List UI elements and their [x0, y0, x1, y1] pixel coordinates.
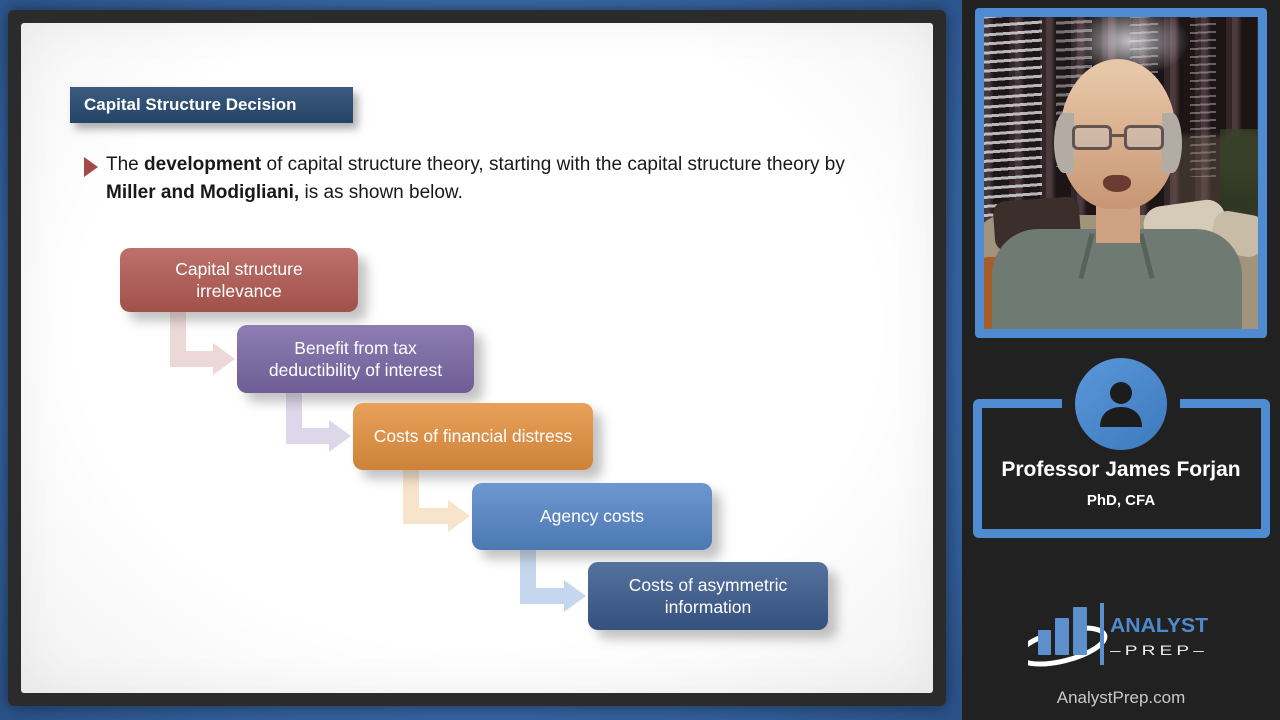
webcam-video — [975, 8, 1267, 338]
presenter-torso — [992, 229, 1242, 329]
bullet-arrow-icon — [84, 157, 98, 177]
right-panel: Professor James Forjan PhD, CFA ANALYST … — [962, 0, 1280, 720]
step-label: Costs of financial distress — [373, 426, 573, 447]
slide-title-bar: Capital Structure Decision — [70, 87, 353, 123]
presenter-name: Professor James Forjan — [1001, 458, 1241, 481]
logo-word-prep: –PREP– — [1110, 642, 1208, 658]
swoosh — [1028, 625, 1108, 667]
slide-title: Capital Structure Decision — [84, 95, 297, 114]
analystprep-logo: ANALYST –PREP– — [1028, 603, 1208, 667]
glasses — [1072, 125, 1164, 153]
avatar — [1075, 358, 1167, 450]
person-icon — [1100, 382, 1142, 427]
bar-chart-icon — [1038, 630, 1051, 655]
flow-arrow-1 — [170, 312, 235, 375]
flow-arrow-3 — [403, 470, 470, 532]
step-label: Capital structure irrelevance — [175, 258, 303, 301]
diagram-step-asymmetric-information: Costs of asymmetric information — [588, 562, 828, 630]
diagram-step-capital-structure-irrelevance: Capital structure irrelevance — [120, 248, 358, 312]
diagram-step-tax-deductibility: Benefit from tax deductibility of intere… — [237, 325, 474, 393]
flow-arrow-4 — [520, 550, 586, 612]
slide-frame: Capital Structure Decision The developme… — [8, 10, 946, 706]
diagram-step-financial-distress: Costs of financial distress — [353, 403, 593, 470]
step-label: Agency costs — [539, 506, 645, 527]
bullet-row: The development of capital structure the… — [84, 151, 874, 207]
website-url: AnalystPrep.com — [1056, 688, 1186, 707]
plant — [1220, 129, 1258, 224]
step-label: Costs of asymmetric information — [628, 574, 788, 617]
window-blinds — [984, 17, 1042, 222]
step-label: Benefit from tax deductibility of intere… — [268, 337, 443, 380]
presenter-credentials: PhD, CFA — [1086, 492, 1156, 509]
logo-word-analyst: ANALYST — [1110, 615, 1208, 637]
bullet-text: The development of capital structure the… — [106, 154, 845, 203]
diagram-step-agency-costs: Agency costs — [472, 483, 712, 550]
flow-arrow-2 — [286, 393, 351, 452]
slide: Capital Structure Decision The developme… — [21, 23, 933, 693]
